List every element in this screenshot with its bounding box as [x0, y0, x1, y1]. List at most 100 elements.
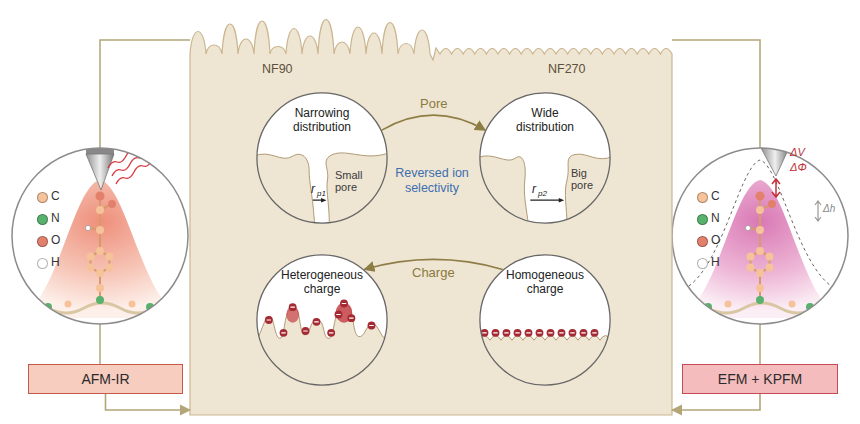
- negative-charge: [536, 329, 544, 337]
- negative-charge: [537, 332, 541, 333]
- charge-circle: Heterogeneous charge: [256, 254, 388, 386]
- symbol-label: r: [311, 182, 315, 196]
- negative-charge: [335, 311, 343, 319]
- efm-kpfm-illustration: [815, 201, 821, 221]
- negative-charge: [347, 314, 355, 322]
- afm-ir-illustration: [85, 192, 116, 305]
- negative-charge: [482, 332, 486, 333]
- atom-label: C: [711, 189, 720, 203]
- circle-border: [480, 255, 610, 385]
- negative-charge: [493, 332, 497, 333]
- afm-ir-illustration: [108, 150, 152, 184]
- negative-charge: [503, 329, 511, 337]
- atom-label: H: [51, 255, 60, 269]
- symbol-subscript: p2: [538, 189, 547, 198]
- leader-line: [99, 324, 101, 364]
- symbol-subscript: p1: [317, 189, 326, 198]
- membrane-surface: [565, 154, 611, 224]
- negative-charge: [340, 300, 348, 308]
- negative-charge: [280, 329, 288, 337]
- negative-charge: [289, 303, 297, 311]
- atom-label: C: [51, 189, 60, 203]
- circle-border: [257, 255, 387, 385]
- part-label: Small pore: [335, 169, 371, 193]
- atom-swatch: [37, 192, 48, 203]
- afm-ir-illustration: [10, 146, 192, 326]
- method-name: EFM + KPFM: [718, 371, 802, 387]
- atom-swatch: [37, 236, 48, 247]
- efm-kpfm-illustration: [772, 179, 780, 197]
- edge-label: Charge: [412, 265, 455, 280]
- circle-content: [256, 153, 388, 225]
- negative-charge: [536, 329, 544, 337]
- negative-charge: [349, 318, 353, 319]
- negative-charge: [525, 329, 533, 337]
- negative-charge: [514, 329, 522, 337]
- negative-charge: [504, 332, 508, 333]
- afm-ir-illustration: [86, 154, 114, 190]
- method-name: AFM-IR: [81, 371, 129, 387]
- atom-swatch: [697, 192, 708, 203]
- circle-title: Homogeneous charge: [501, 268, 589, 296]
- part-label: Big pore: [571, 167, 605, 191]
- negative-charge: [347, 314, 355, 322]
- circle-content: [479, 154, 611, 224]
- leader-line: [672, 40, 760, 148]
- circle-border: [480, 93, 610, 223]
- circle-title: Narrowing distribution: [278, 106, 366, 134]
- charge-circle: Homogeneous charge: [479, 254, 611, 386]
- circle-content: [479, 329, 611, 386]
- atom-swatch: [697, 214, 708, 225]
- negative-charge: [558, 329, 566, 337]
- negative-charge: [547, 329, 555, 337]
- negative-charge: [369, 325, 373, 326]
- negative-charge: [368, 322, 376, 330]
- negative-charge: [569, 329, 577, 337]
- negative-charge: [591, 329, 599, 337]
- negative-charge: [580, 329, 588, 337]
- atom-label: N: [51, 211, 60, 225]
- signal-label: ΔV: [790, 146, 805, 158]
- negative-charge: [313, 318, 321, 326]
- afm-ir-illustration: [86, 146, 114, 154]
- negative-charge: [368, 322, 376, 330]
- radius-arrow: [559, 198, 565, 203]
- negative-charge: [547, 329, 555, 337]
- negative-charge: [329, 332, 333, 333]
- efm-kpfm-illustration: [670, 146, 850, 326]
- membrane-surface: [190, 20, 672, 416]
- negative-charge: [558, 329, 566, 337]
- signal-label: Δh: [823, 203, 835, 214]
- efm-kpfm-illustration: [761, 140, 789, 148]
- negative-charge: [492, 329, 500, 337]
- negative-charge: [265, 316, 273, 324]
- leader-line: [100, 40, 190, 148]
- efm-kpfm-illustration: [670, 140, 852, 326]
- radius-arrow: [321, 198, 327, 203]
- pore-circle: Wide distribution: [479, 92, 611, 224]
- afm-ir-illustration: [10, 146, 190, 326]
- illustration-border: [12, 148, 188, 324]
- circle-title: Heterogeneous charge: [278, 268, 366, 296]
- method-box: EFM + KPFM: [682, 364, 838, 394]
- negative-charge: [570, 332, 574, 333]
- negative-charge: [515, 332, 519, 333]
- negative-charge: [525, 329, 533, 337]
- afm-ir-illustration: [112, 152, 148, 176]
- negative-charge: [336, 314, 340, 315]
- negative-charge: [340, 300, 348, 308]
- negative-charge: [281, 332, 285, 333]
- connector: [106, 394, 191, 410]
- negative-charge: [267, 319, 271, 320]
- circle-content: [256, 300, 388, 386]
- circle-border: [257, 93, 387, 223]
- negative-charge: [303, 330, 307, 331]
- negative-charge: [327, 329, 335, 337]
- membrane-name: NF90: [262, 62, 293, 76]
- negative-charge: [592, 332, 596, 333]
- atom-swatch: [697, 258, 708, 269]
- leader-line: [759, 324, 761, 364]
- afm-ir-illustration: [116, 160, 152, 184]
- negative-charge: [514, 329, 522, 337]
